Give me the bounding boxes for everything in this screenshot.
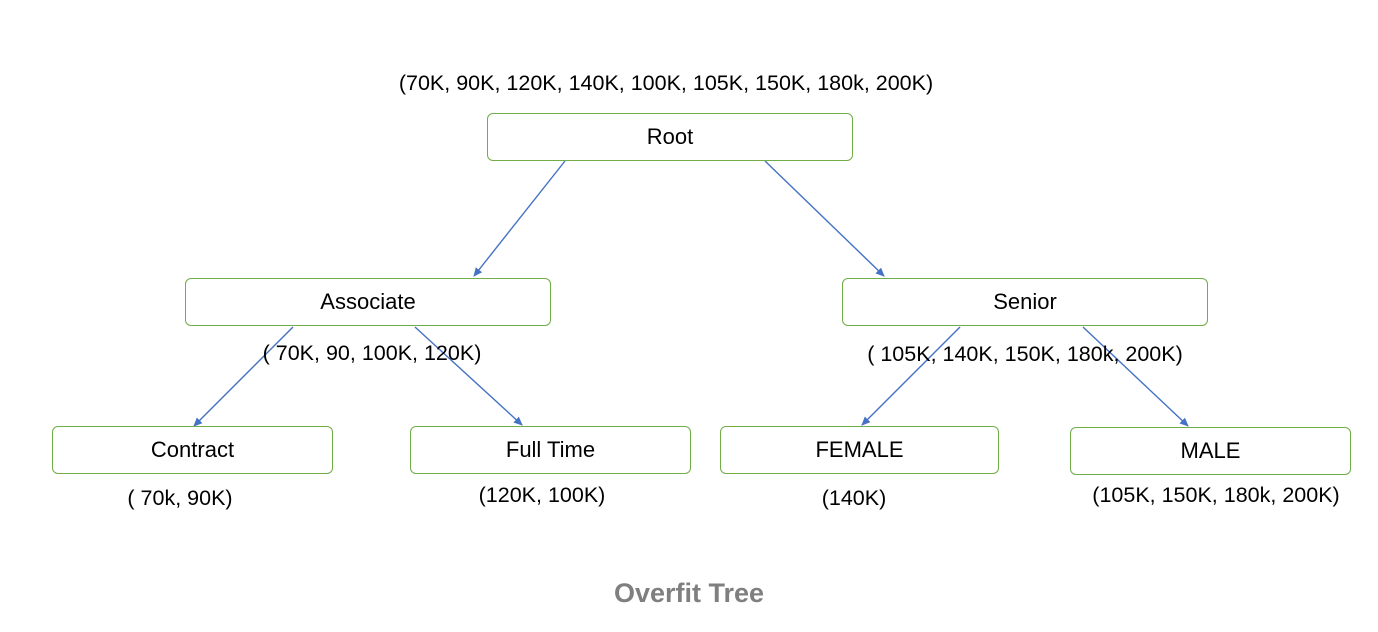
root-node[interactable]: Root — [487, 113, 853, 161]
edge-associate-contract — [193, 326, 294, 427]
contract-label: Contract — [150, 437, 235, 462]
associate-label: Associate — [320, 289, 416, 314]
fulltime-node[interactable]: Full Time — [410, 426, 691, 474]
senior-value-set: ( 105K, 140K, 150K, 180k, 200K) — [867, 342, 1183, 366]
male-label: MALE — [1180, 438, 1241, 463]
contract-node[interactable]: Contract — [52, 426, 333, 474]
edge-senior-female — [861, 326, 961, 426]
fulltime-label: Full Time — [505, 437, 596, 462]
fulltime-value-set: (120K, 100K) — [478, 483, 606, 507]
root-value-set: (70K, 90K, 120K, 140K, 100K, 105K, 150K,… — [398, 71, 934, 95]
edge-root-associate — [473, 160, 566, 277]
diagram-caption: Overfit Tree — [613, 578, 765, 608]
root-label: Root — [646, 124, 694, 149]
associate-node[interactable]: Associate — [185, 278, 551, 326]
senior-label: Senior — [993, 289, 1057, 314]
contract-value-set: ( 70k, 90K) — [127, 486, 233, 510]
male-node[interactable]: MALE — [1070, 427, 1351, 475]
male-value-set: (105K, 150K, 180k, 200K) — [1092, 483, 1340, 507]
female-node[interactable]: FEMALE — [720, 426, 999, 474]
edge-root-senior — [764, 160, 885, 277]
edge-associate-fulltime — [414, 326, 523, 426]
edge-senior-male — [1082, 326, 1189, 427]
female-label: FEMALE — [815, 437, 904, 462]
associate-value-set: ( 70K, 90, 100K, 120K) — [262, 341, 482, 365]
senior-node[interactable]: Senior — [842, 278, 1208, 326]
female-value-set: (140K) — [821, 486, 887, 510]
